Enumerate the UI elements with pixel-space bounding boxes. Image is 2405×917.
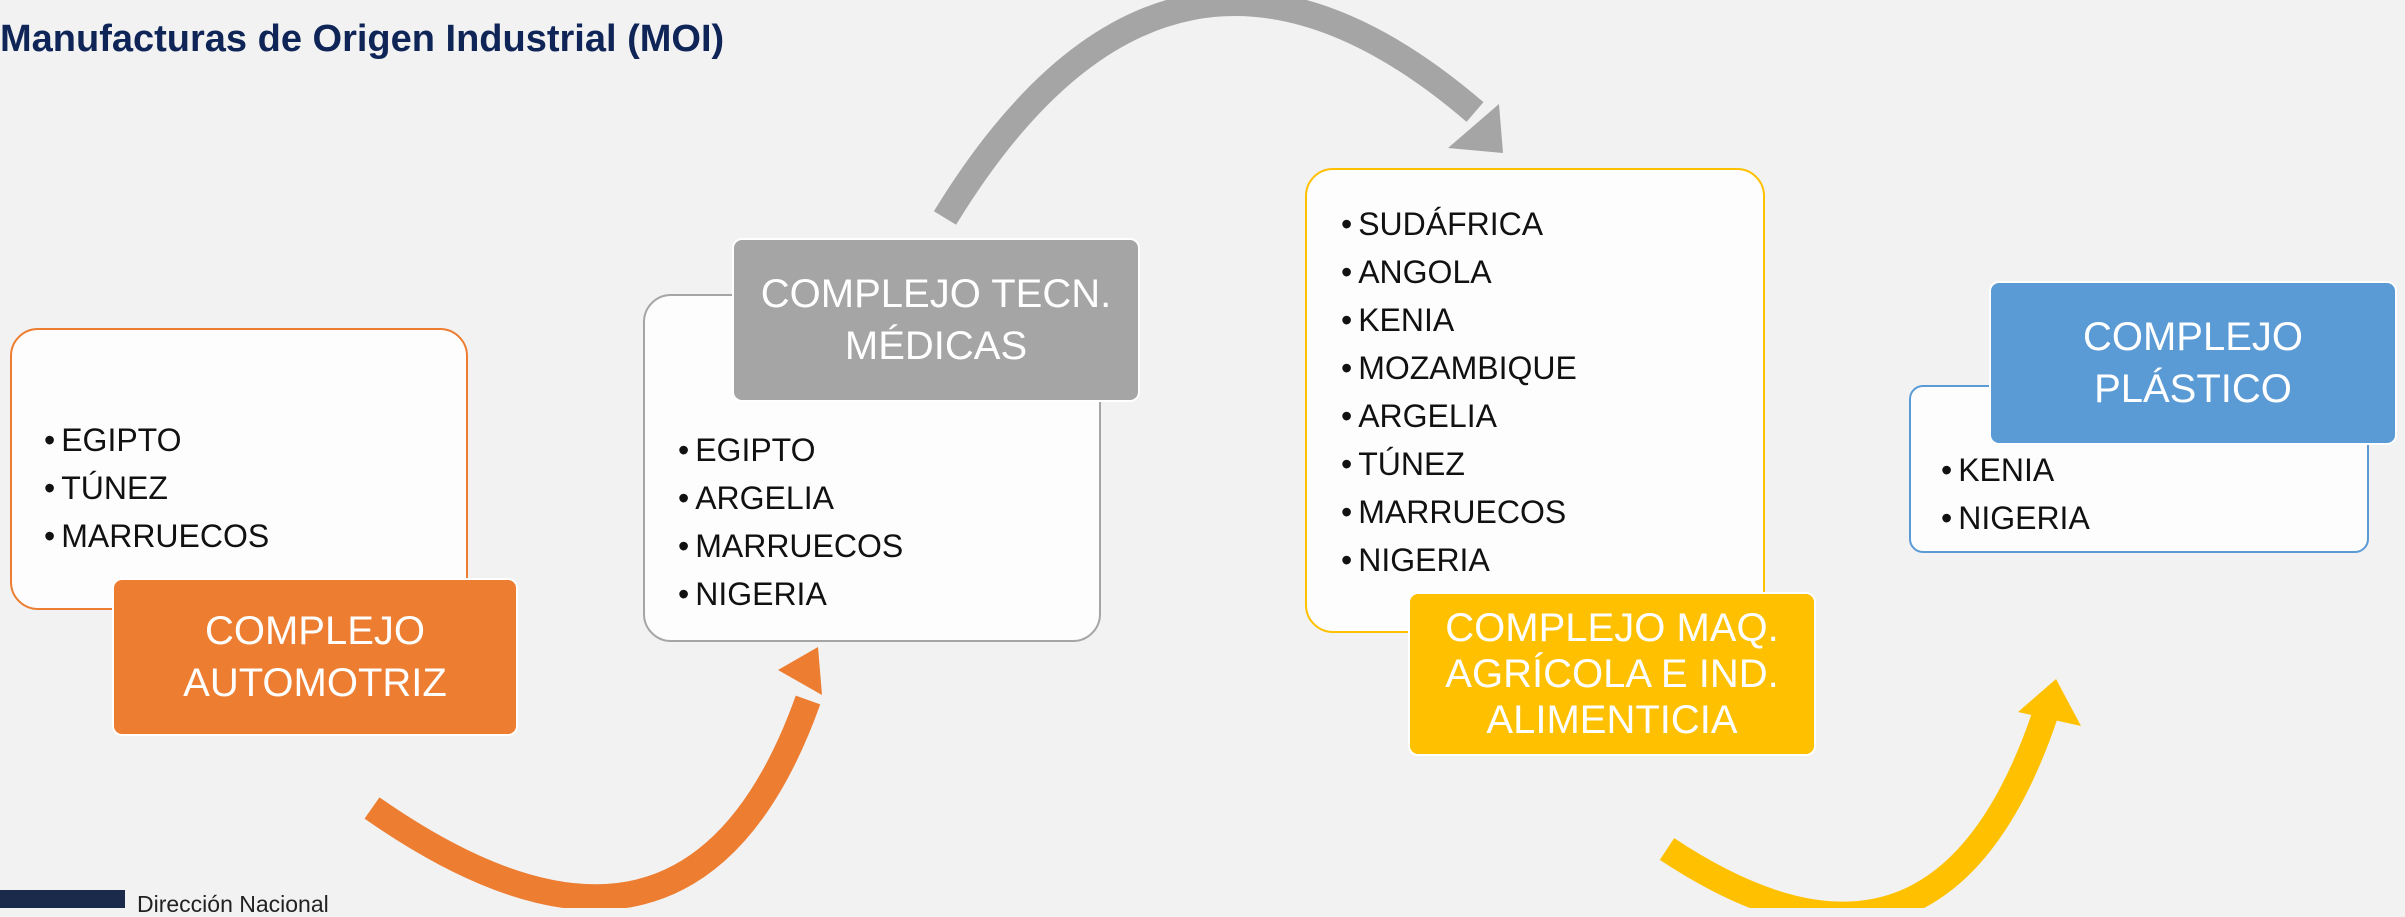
list-item: MARRUECOS <box>1341 488 1577 536</box>
list-item: NIGERIA <box>1941 494 2090 542</box>
list-item: ARGELIA <box>678 474 903 522</box>
label-line: PLÁSTICO <box>2094 367 2292 411</box>
tecn-medicas-country-list: EGIPTO ARGELIA MARRUECOS NIGERIA <box>678 426 903 618</box>
list-item: KENIA <box>1941 446 2090 494</box>
list-item: ANGOLA <box>1341 248 1577 296</box>
label-line: AUTOMOTRIZ <box>183 661 447 705</box>
arrowhead-gray <box>1448 104 1503 153</box>
plastico-label: COMPLEJO PLÁSTICO <box>1989 281 2397 445</box>
list-item: TÚNEZ <box>44 464 269 512</box>
label-line: ALIMENTICIA <box>1486 698 1738 742</box>
tecn-medicas-label: COMPLEJO TECN. MÉDICAS <box>732 238 1140 402</box>
arrowhead-yellow <box>2018 679 2081 726</box>
label-line: COMPLEJO <box>2082 315 2304 359</box>
plastico-country-list: KENIA NIGERIA <box>1941 446 2090 542</box>
automotriz-country-list: EGIPTO TÚNEZ MARRUECOS <box>44 416 269 560</box>
list-item: MARRUECOS <box>44 512 269 560</box>
label-line: COMPLEJO <box>204 609 426 653</box>
list-item: NIGERIA <box>1341 536 1577 584</box>
automotriz-label: COMPLEJO AUTOMOTRIZ <box>112 578 518 736</box>
list-item: EGIPTO <box>44 416 269 464</box>
arrow-orange <box>364 695 821 908</box>
arrowhead-orange <box>778 647 822 695</box>
label-line: COMPLEJO TECN. <box>760 272 1112 316</box>
list-item: TÚNEZ <box>1341 440 1577 488</box>
label-line: COMPLEJO MAQ. <box>1445 606 1779 650</box>
arrow-yellow <box>1659 707 2059 908</box>
list-item: MOZAMBIQUE <box>1341 344 1577 392</box>
agency-logo <box>0 890 125 908</box>
footer-text: Dirección Nacional <box>137 891 329 917</box>
page-title: Manufacturas de Origen Industrial (MOI) <box>0 18 725 60</box>
list-item: EGIPTO <box>678 426 903 474</box>
list-item: SUDÁFRICA <box>1341 200 1577 248</box>
list-item: KENIA <box>1341 296 1577 344</box>
label-line: AGRÍCOLA E IND. <box>1445 652 1779 696</box>
list-item: ARGELIA <box>1341 392 1577 440</box>
maq-agricola-label: COMPLEJO MAQ. AGRÍCOLA E IND. ALIMENTICI… <box>1408 592 1816 756</box>
label-line: MÉDICAS <box>844 324 1028 368</box>
list-item: NIGERIA <box>678 570 903 618</box>
list-item: MARRUECOS <box>678 522 903 570</box>
arrow-gray <box>933 0 1484 225</box>
maq-agricola-country-list: SUDÁFRICA ANGOLA KENIA MOZAMBIQUE ARGELI… <box>1341 200 1577 584</box>
